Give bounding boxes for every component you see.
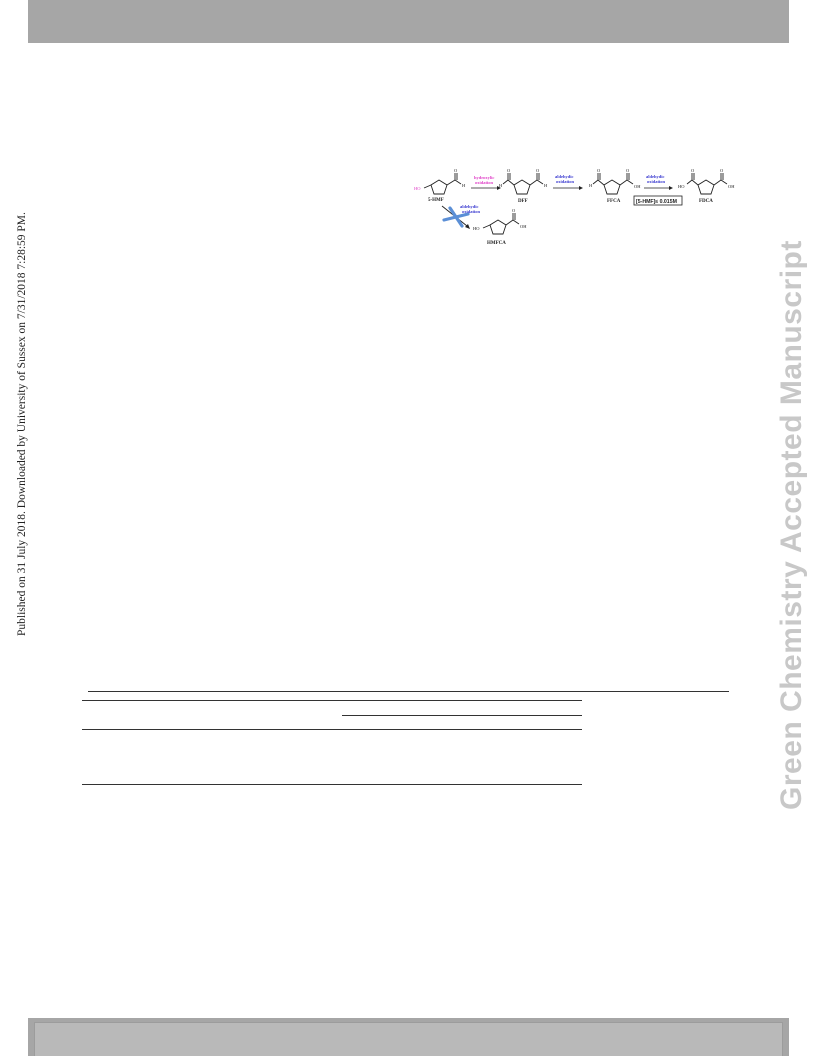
hmfca-molecule	[482, 213, 520, 235]
cross-icon	[442, 206, 470, 228]
hmfca-oh-label: OH	[520, 224, 527, 229]
fdca-molecule	[686, 173, 728, 195]
aldehyde-arrow2-label-1: aldehydic	[646, 174, 665, 179]
aldehyde-arrow2-label-2: oxidation	[647, 179, 666, 184]
dff-label: DFF	[518, 199, 528, 204]
footer-bar-inner	[34, 1022, 783, 1056]
aldehyde-arrow-label-2: oxidation	[556, 179, 575, 184]
reaction-scheme: HO O H 5-HMF hydroxylic oxidation O O H …	[414, 168, 735, 246]
dff-o-right: O	[536, 168, 540, 173]
table-columns-rule	[82, 729, 582, 730]
fdca-o-right: O	[720, 168, 724, 173]
hmfca-ho-label: HO	[473, 226, 480, 231]
hmf-h-label: H	[462, 183, 466, 188]
hmf-label: 5-HMF	[428, 198, 444, 203]
hmf-o-label: O	[454, 168, 458, 173]
fdca-label: FDCA	[699, 199, 713, 204]
ffca-molecule	[592, 173, 634, 195]
hmfca-arrow-label-2: oxidation	[462, 209, 481, 214]
arrow-right-icon	[553, 186, 583, 190]
accepted-manuscript-watermark: Green Chemistry Accepted Manuscript	[775, 240, 808, 810]
dff-molecule	[502, 173, 544, 195]
footer-bar	[28, 1018, 789, 1056]
header-bar	[28, 0, 789, 43]
hmfca-label: HMFCA	[487, 241, 506, 246]
hydroxyl-arrow-label-1: hydroxylic	[474, 175, 494, 180]
ffca-o-left: O	[597, 168, 601, 173]
table-bottom-rule	[82, 784, 582, 785]
ffca-h-label: H	[589, 183, 593, 188]
table-header-rule	[82, 700, 582, 701]
table-subheader-rule	[342, 715, 582, 716]
hydroxyl-arrow-label-2: oxidation	[475, 180, 494, 185]
arrow-right-icon	[644, 186, 673, 190]
hmfca-arrow-label-1: aldehydic	[460, 204, 479, 209]
condition-box	[633, 195, 683, 206]
dff-o-left: O	[507, 168, 511, 173]
ffca-oh-label: OH	[634, 184, 641, 189]
condition-label: [5-HMF]≤ 0.015M	[636, 199, 677, 205]
table-top-rule	[88, 691, 729, 692]
arrow-right-icon	[471, 186, 501, 190]
hmf-molecule	[423, 173, 462, 195]
hmf-ho-label: HO	[414, 186, 421, 191]
fdca-oh-label: OH	[728, 184, 735, 189]
hmfca-o-label: O	[512, 208, 516, 213]
fdca-o-left: O	[691, 168, 695, 173]
ffca-o-right: O	[626, 168, 630, 173]
fdca-ho-label: HO	[678, 184, 685, 189]
dff-h-right: H	[544, 183, 548, 188]
ffca-label: FFCA	[607, 199, 621, 204]
aldehyde-arrow-label-1: aldehydic	[555, 174, 574, 179]
publication-note: Published on 31 July 2018. Downloaded by…	[16, 212, 28, 636]
dff-h-left: H	[499, 183, 503, 188]
